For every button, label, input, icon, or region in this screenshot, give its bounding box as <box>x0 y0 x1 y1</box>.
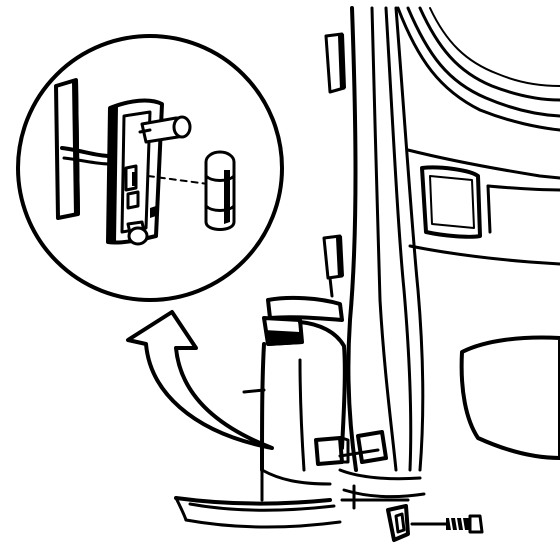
roof-curve-a <box>396 6 560 132</box>
lower-window-cutout <box>459 335 560 460</box>
dome-lamp-housing <box>174 295 388 529</box>
door-pillar-panel <box>322 6 560 510</box>
sill-curve-b <box>342 488 426 499</box>
lamp-lens-side <box>340 436 350 464</box>
detail-magnifier <box>16 34 284 302</box>
base-sill-front <box>174 496 332 506</box>
base-sill-lower <box>184 518 342 529</box>
clip-slot <box>394 512 406 534</box>
housing-right-edge <box>298 320 347 450</box>
pillar-edge-left <box>346 6 358 472</box>
pillar-edge-groove-a <box>384 6 413 472</box>
socket-inner-track <box>120 110 152 234</box>
housing-clip-shadow <box>264 330 302 346</box>
base-sill-left <box>174 496 188 522</box>
socket-post-upper-cap <box>172 115 192 139</box>
upper-window-cutout <box>420 165 482 239</box>
socket-contact-lower <box>126 190 140 210</box>
screw-head <box>468 514 484 534</box>
cartridge-bulb <box>204 150 236 231</box>
upper-panel-edge <box>406 148 560 180</box>
housing-top-lip <box>266 295 344 322</box>
sill-curve-a <box>338 468 422 481</box>
bulb-top-band <box>204 174 236 182</box>
bulb-shading <box>224 170 230 224</box>
mounting-screw <box>410 514 484 534</box>
mid-panel-edge <box>408 244 560 266</box>
side-panel-vertical <box>486 184 492 234</box>
bulb-alignment-line <box>147 175 209 185</box>
screw-threads <box>449 517 465 531</box>
housing-bottom-edge <box>260 468 332 486</box>
middle-slot-wire <box>328 276 334 298</box>
roof-curve-d <box>429 7 560 87</box>
lamp-lens-window <box>314 436 344 466</box>
socket-post-lower-cap <box>127 226 149 246</box>
socket-post-upper-base <box>138 128 152 134</box>
base-sill-inner <box>188 502 336 512</box>
roof-curve-c <box>418 6 560 102</box>
direction-arrow-shape <box>126 310 274 450</box>
housing-step <box>242 388 266 394</box>
upper-window-inner <box>429 175 475 229</box>
lamp-socket-base <box>106 98 192 246</box>
wire-harness <box>54 78 112 220</box>
socket-frame-shadow <box>108 106 118 242</box>
pillar-edge-groove-b <box>394 6 425 472</box>
upper-slot-shadow <box>338 34 346 90</box>
socket-notch <box>150 206 156 218</box>
housing-left-edge <box>260 342 266 472</box>
middle-slot-shadow <box>336 236 344 278</box>
direction-arrow <box>126 310 274 450</box>
side-panel-line <box>486 184 560 192</box>
lamp-switch-box <box>356 430 388 464</box>
socket-contact-fill <box>132 172 136 186</box>
housing-center-ridge <box>298 358 306 472</box>
retaining-clip <box>386 504 410 542</box>
bulb-bottom-band <box>204 204 236 212</box>
harness-wire-a <box>60 146 112 158</box>
harness-wire-b <box>62 156 112 166</box>
roof-curve-b <box>406 6 560 118</box>
pillar-edge-inner <box>370 6 398 472</box>
harness-connector-shadow <box>72 80 80 216</box>
lamp-connector-line <box>338 448 380 458</box>
